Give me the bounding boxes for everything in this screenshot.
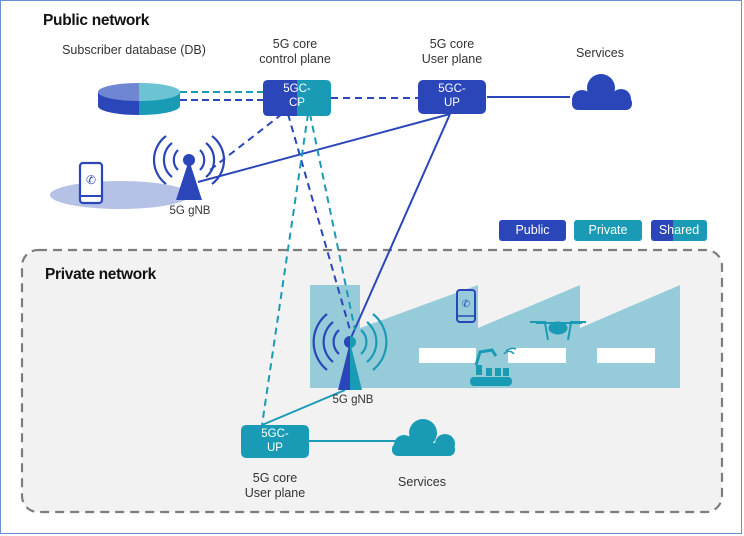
up-label-line2: User plane bbox=[421, 52, 483, 66]
private-up-label-line2: User plane bbox=[244, 486, 306, 500]
private-network-title: Private network bbox=[45, 266, 156, 283]
factory-window-2 bbox=[508, 348, 566, 363]
factory-building bbox=[310, 285, 680, 388]
legend-public: Public bbox=[499, 220, 566, 241]
private-5gc-up-box[interactable] bbox=[241, 425, 309, 458]
factory-window-3 bbox=[597, 348, 655, 363]
cp-private-gnb-link-private bbox=[309, 113, 356, 331]
private-services-cloud-icon bbox=[392, 419, 455, 456]
cp-private-up-link bbox=[261, 113, 309, 426]
private-up-box-line1: 5GC- bbox=[261, 428, 289, 440]
private-services-label: Services bbox=[398, 475, 446, 489]
cp-public-gnb-link bbox=[209, 113, 283, 171]
legend-private: Private bbox=[574, 220, 642, 241]
cp-box-line1: 5GC- bbox=[283, 83, 311, 95]
legend-shared-left bbox=[651, 220, 676, 241]
up-box-line2: UP bbox=[444, 97, 460, 109]
up-box-line1: 5GC- bbox=[438, 83, 466, 95]
subscriber-db-label: Subscriber database (DB) bbox=[62, 43, 206, 57]
cp-box-line2: CP bbox=[289, 97, 305, 109]
drone-icon bbox=[530, 321, 586, 341]
database-icon bbox=[98, 83, 180, 115]
legend-shared-right bbox=[673, 220, 707, 241]
cp-label-line2: control plane bbox=[259, 52, 331, 66]
factory-window-1 bbox=[419, 348, 476, 363]
legend-shared: Shared bbox=[658, 223, 700, 237]
public-phone-icon: ✆ bbox=[78, 161, 104, 205]
public-gnb-tower-icon bbox=[152, 135, 226, 200]
cp-label-line1: 5G core bbox=[272, 37, 318, 51]
up-public-gnb-link bbox=[197, 113, 451, 183]
public-services-cloud-icon bbox=[572, 74, 632, 110]
public-gnb-label: 5G gNB bbox=[169, 205, 211, 217]
factory-phone-icon: ✆ bbox=[456, 289, 476, 323]
private-gnb-tower-icon bbox=[312, 313, 388, 390]
cp-private-gnb-link-public bbox=[287, 113, 351, 331]
private-gnb-up-link bbox=[261, 389, 346, 426]
private-up-box-line2: UP bbox=[267, 442, 283, 454]
public-services-label: Services bbox=[576, 46, 624, 60]
public-network-title: Public network bbox=[43, 12, 150, 29]
svg-text:✆: ✆ bbox=[86, 173, 96, 187]
svg-text:✆: ✆ bbox=[462, 299, 470, 310]
robot-conveyor-icon bbox=[470, 347, 517, 386]
up-label-line1: 5G core bbox=[429, 37, 475, 51]
public-5gc-up-box[interactable] bbox=[418, 80, 486, 114]
private-gnb-label: 5G gNB bbox=[332, 394, 374, 406]
up-private-gnb-link bbox=[349, 113, 451, 341]
private-up-label-line1: 5G core bbox=[252, 471, 298, 485]
public-5gc-cp-box[interactable] bbox=[263, 80, 331, 116]
